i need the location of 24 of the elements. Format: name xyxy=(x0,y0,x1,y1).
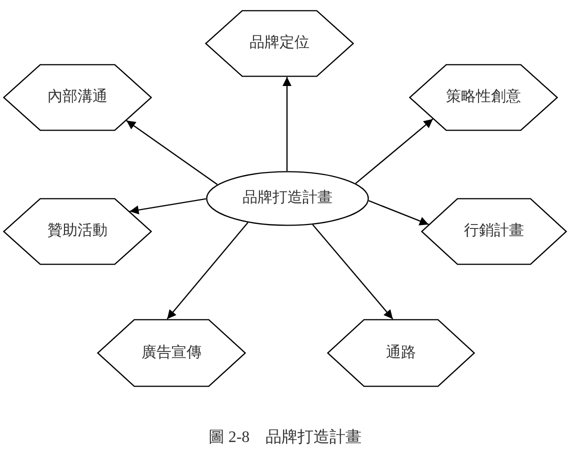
arrow xyxy=(355,118,434,184)
arrow xyxy=(368,200,429,226)
node-label: 贊助活動 xyxy=(48,222,108,241)
node-label: 通路 xyxy=(386,344,416,362)
hexagon-node xyxy=(327,319,475,387)
ellipse-node xyxy=(206,171,369,226)
node-label: 策略性創意 xyxy=(446,88,521,107)
arrow xyxy=(282,77,292,171)
hexagon-node xyxy=(421,198,567,265)
arrow xyxy=(130,198,206,214)
node-label: 廣告宣傳 xyxy=(142,344,202,362)
figure-caption: 圖 2-8 品牌打造計畫 xyxy=(208,428,362,448)
hexagon-node xyxy=(97,319,246,387)
node-label: 內部溝通 xyxy=(48,88,108,107)
arrow xyxy=(166,222,248,320)
arrow xyxy=(312,224,394,320)
hexagon-node xyxy=(3,198,152,265)
arrow xyxy=(126,120,218,186)
node-label: 品牌定位 xyxy=(250,34,310,53)
hexagon-node xyxy=(409,64,558,131)
node-label: 行銷計畫 xyxy=(464,222,524,241)
node-label: 品牌打造計畫 xyxy=(242,189,332,208)
hexagon-node xyxy=(3,64,152,131)
hexagon-node xyxy=(205,10,354,77)
